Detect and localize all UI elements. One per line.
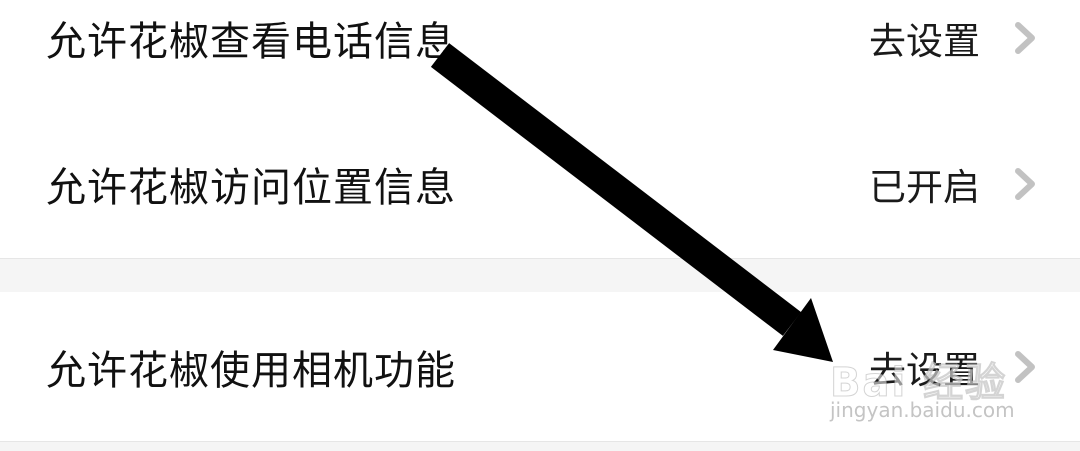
chevron-right-icon xyxy=(1015,21,1035,54)
permission-status: 去设置 xyxy=(869,19,980,63)
permission-label: 允许花椒使用相机功能 xyxy=(46,347,456,394)
permission-row-phone-info[interactable]: 允许花椒查看电话信息 去设置 xyxy=(0,0,1080,113)
permission-label: 允许花椒查看电话信息 xyxy=(46,18,456,65)
permission-label: 允许花椒访问位置信息 xyxy=(46,164,456,211)
permission-status: 已开启 xyxy=(869,165,980,209)
chevron-right-icon xyxy=(1015,350,1035,383)
permission-row-location[interactable]: 允许花椒访问位置信息 已开启 xyxy=(0,109,1080,259)
chevron-right-icon xyxy=(1015,167,1035,200)
permission-status: 去设置 xyxy=(869,348,980,392)
permission-row-camera[interactable]: 允许花椒使用相机功能 去设置 xyxy=(0,292,1080,442)
